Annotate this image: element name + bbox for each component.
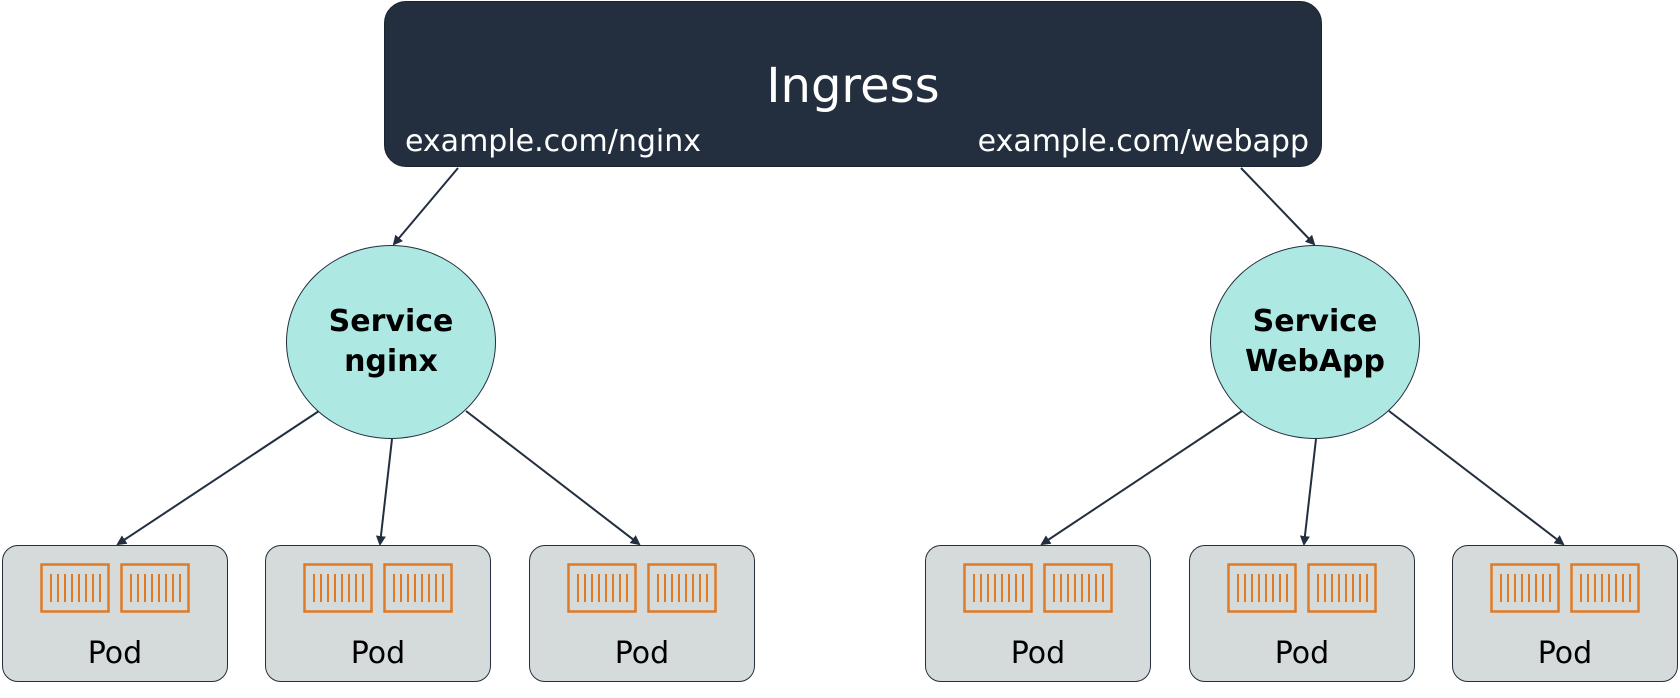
arrow-webapp-to-pod-5 <box>1299 438 1317 546</box>
container-icon <box>303 563 373 613</box>
pod-label: Pod <box>1010 636 1066 671</box>
pod-4: Pod <box>925 545 1151 682</box>
container-icon <box>1307 563 1377 613</box>
container-icon <box>1227 563 1297 613</box>
pod-containers <box>1190 563 1414 613</box>
pod-label: Pod <box>87 636 143 671</box>
arrow-nginx-to-pod-2 <box>375 438 393 546</box>
pod-label: Pod <box>614 636 670 671</box>
ingress-title: Ingress <box>766 58 940 114</box>
arrow-nginx-to-pod-1 <box>116 410 320 546</box>
pod-5: Pod <box>1189 545 1415 682</box>
container-icon <box>120 563 190 613</box>
container-icon <box>567 563 637 613</box>
arrow-webapp-to-pod-4 <box>1040 410 1243 546</box>
pod-label: Pod <box>1274 636 1330 671</box>
route-webapp: example.com/webapp <box>977 124 1309 159</box>
container-icon <box>383 563 453 613</box>
ingress-box: Ingress example.com/nginx example.com/we… <box>384 1 1322 167</box>
pod-containers <box>266 563 490 613</box>
service-nginx-line2: nginx <box>344 344 438 379</box>
pod-1: Pod <box>2 545 228 682</box>
service-nginx: Service nginx <box>286 245 496 439</box>
service-webapp-line2: WebApp <box>1244 344 1385 379</box>
container-icon <box>1043 563 1113 613</box>
pod-label: Pod <box>1537 636 1593 671</box>
container-icon <box>963 563 1033 613</box>
pod-3: Pod <box>529 545 755 682</box>
service-webapp-line1: Service <box>1252 304 1378 339</box>
arrow-ingress-to-nginx <box>392 167 459 246</box>
route-nginx: example.com/nginx <box>405 124 702 159</box>
arrow-nginx-to-pod-3 <box>465 410 641 546</box>
pod-containers <box>926 563 1150 613</box>
arrow-webapp-to-pod-6 <box>1388 410 1565 546</box>
pod-containers <box>1453 563 1677 613</box>
service-webapp: Service WebApp <box>1210 245 1420 439</box>
container-icon <box>647 563 717 613</box>
pod-6: Pod <box>1452 545 1678 682</box>
arrow-ingress-to-webapp <box>1240 167 1316 246</box>
container-icon <box>40 563 110 613</box>
pod-label: Pod <box>350 636 406 671</box>
pod-2: Pod <box>265 545 491 682</box>
service-nginx-line1: Service <box>328 304 454 339</box>
container-icon <box>1490 563 1560 613</box>
container-icon <box>1570 563 1640 613</box>
pod-containers <box>530 563 754 613</box>
pod-containers <box>3 563 227 613</box>
